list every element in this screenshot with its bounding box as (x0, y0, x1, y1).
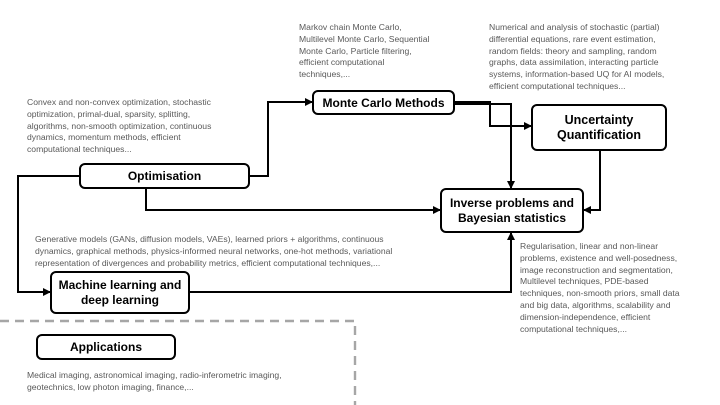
applications-separator (0, 319, 357, 405)
arrow-montecarlo-uncertainty (448, 98, 532, 130)
montecarlo-description: Markov chain Monte Carlo, Multilevel Mon… (299, 22, 430, 80)
arrow-uncertainty-inverse (583, 144, 604, 214)
uncertainty-description: Numerical and analysis of stochastic (pa… (489, 22, 665, 91)
uncertainty-label-line1: Uncertainty (564, 112, 634, 127)
optimisation-description: Convex and non-convex optimization, stoc… (27, 97, 212, 155)
optimisation-label: Optimisation (127, 169, 202, 183)
arrow-optimisation-ml (17, 172, 86, 296)
ml-label-line2: deep learning (80, 292, 159, 307)
uncertainty-label-line2: Quantification (556, 127, 642, 142)
arrow-montecarlo-inverse (448, 100, 515, 189)
applications-node: Applications (36, 334, 176, 360)
ml-description: Generative models (GANs, diffusion model… (35, 234, 393, 268)
inverse-description: Regularisation, linear and non-linear pr… (520, 241, 680, 334)
inverse-label-line1: Inverse problems and (449, 195, 575, 210)
optimisation-node: Optimisation (79, 163, 250, 189)
ml-label-line1: Machine learning and (58, 277, 182, 292)
arrow-optimisation-inverse (142, 182, 441, 214)
monte-carlo-node: Monte Carlo Methods (312, 90, 455, 115)
inverse-label-line2: Bayesian statistics (457, 210, 567, 225)
machine-learning-node: Machine learning and deep learning (50, 271, 190, 314)
monte-carlo-label: Monte Carlo Methods (322, 95, 445, 110)
uncertainty-node: Uncertainty Quantification (531, 104, 667, 151)
arrow-ml-inverse (183, 232, 515, 296)
applications-label: Applications (69, 340, 142, 354)
arrow-optimisation-montecarlo (243, 98, 313, 180)
inverse-problems-node: Inverse problems and Bayesian statistics (440, 188, 584, 233)
applications-description: Medical imaging, astronomical imaging, r… (27, 370, 282, 392)
